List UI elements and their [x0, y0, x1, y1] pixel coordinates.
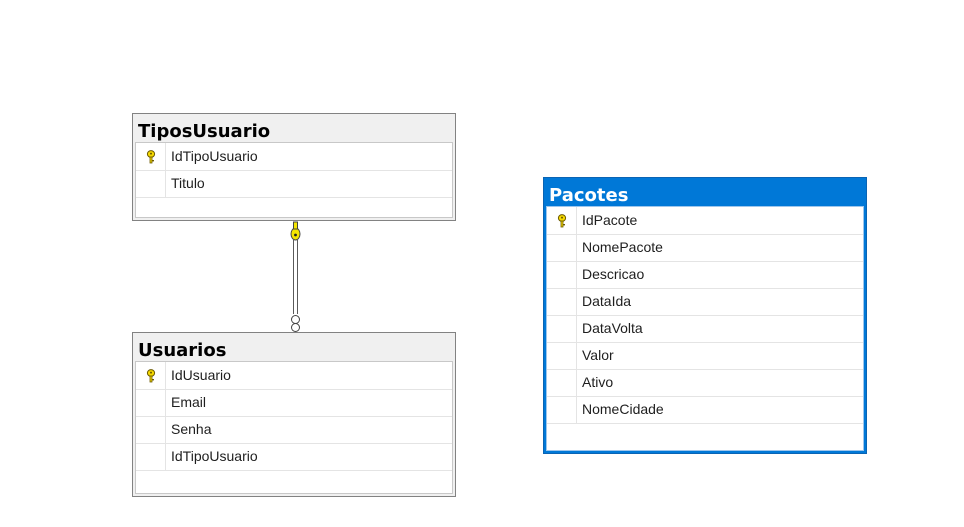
column-grid: IdTipoUsuario Titulo [135, 142, 453, 218]
row-gutter [136, 443, 166, 470]
column-name: Valor [582, 347, 614, 363]
table-title: TiposUsuario [138, 121, 271, 142]
column-name: IdUsuario [171, 367, 231, 383]
column-row[interactable]: DataIda [547, 288, 863, 316]
row-gutter [136, 143, 166, 170]
row-gutter [547, 261, 577, 288]
column-row[interactable]: IdPacote [547, 207, 863, 235]
column-name: Senha [171, 421, 212, 437]
column-name: DataVolta [582, 320, 643, 336]
column-row[interactable]: Descricao [547, 261, 863, 289]
row-gutter [547, 288, 577, 315]
row-gutter [136, 170, 166, 197]
column-row[interactable]: IdTipoUsuario [136, 143, 452, 171]
column-name: IdTipoUsuario [171, 448, 258, 464]
row-gutter [547, 396, 577, 423]
column-name: NomeCidade [582, 401, 664, 417]
column-name: IdTipoUsuario [171, 148, 258, 164]
many-end-infinity-icon [291, 315, 300, 332]
row-gutter [136, 362, 166, 389]
relationship-line[interactable] [293, 240, 298, 314]
primary-key-icon [146, 150, 156, 164]
column-row[interactable]: IdUsuario [136, 362, 452, 390]
row-gutter [547, 369, 577, 396]
column-name: DataIda [582, 293, 632, 309]
column-row[interactable]: Email [136, 389, 452, 417]
table-title: Pacotes [549, 185, 629, 206]
primary-key-icon [557, 214, 567, 228]
column-grid: IdPacote NomePacote Descricao DataIda Da… [546, 206, 864, 451]
row-gutter [547, 342, 577, 369]
column-row[interactable]: NomePacote [547, 234, 863, 262]
table-usuarios[interactable]: Usuarios IdUsuario Email Senha IdTipoUsu… [132, 332, 456, 497]
column-name: Email [171, 394, 207, 410]
column-name: Descricao [582, 266, 645, 282]
column-row[interactable]: NomeCidade [547, 396, 863, 424]
row-gutter [136, 416, 166, 443]
row-gutter [136, 389, 166, 416]
column-row[interactable]: Valor [547, 342, 863, 370]
column-row[interactable]: Senha [136, 416, 452, 444]
column-name: Ativo [582, 374, 614, 390]
table-tiposusuario[interactable]: TiposUsuario IdTipoUsuario Titulo [132, 113, 456, 221]
column-row[interactable]: Ativo [547, 369, 863, 397]
column-row[interactable]: DataVolta [547, 315, 863, 343]
column-grid: IdUsuario Email Senha IdTipoUsuario [135, 361, 453, 494]
one-end-key-icon [290, 221, 301, 241]
column-name: IdPacote [582, 212, 638, 228]
row-gutter [547, 315, 577, 342]
column-row[interactable]: IdTipoUsuario [136, 443, 452, 471]
row-gutter [547, 207, 577, 234]
column-name: NomePacote [582, 239, 663, 255]
primary-key-icon [146, 369, 156, 383]
row-gutter [547, 234, 577, 261]
table-title: Usuarios [138, 340, 227, 361]
column-name: Titulo [171, 175, 205, 191]
column-row[interactable]: Titulo [136, 170, 452, 198]
table-pacotes[interactable]: Pacotes IdPacote NomePacote Descricao Da… [543, 177, 867, 454]
